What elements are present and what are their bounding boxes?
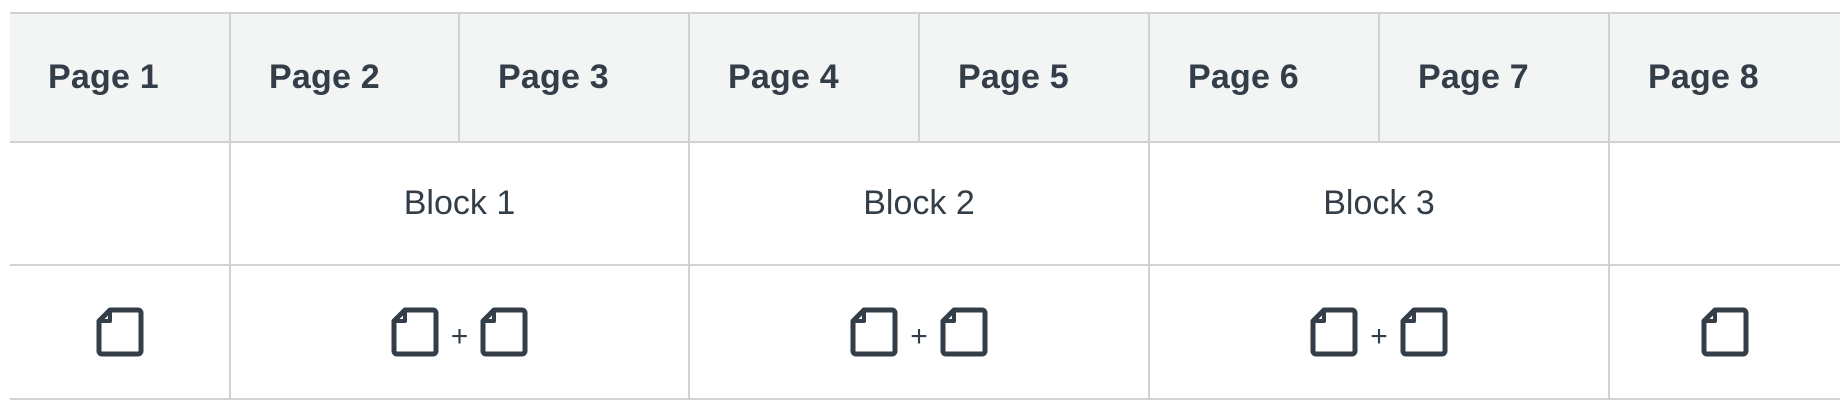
document-icon: [1701, 306, 1749, 358]
page-header-6: Page 6: [1148, 12, 1380, 143]
page-header-1: Page 1: [10, 12, 231, 143]
page-header-2: Page 2: [229, 12, 460, 143]
block-2-label: Block 2: [688, 141, 1150, 266]
block-row: Block 1 Block 2 Block 3: [10, 141, 1840, 266]
page-header-5: Page 5: [918, 12, 1150, 143]
pages-table: Page 1 Page 2 Page 3 Page 4 Page 5 Page …: [10, 12, 1840, 400]
document-icon: [1310, 306, 1358, 358]
block-3-label: Block 3: [1148, 141, 1610, 266]
icon-cell-block-3: +: [1148, 264, 1610, 400]
plus-icon: +: [450, 319, 469, 353]
document-icon: [96, 306, 144, 358]
page-header-4: Page 4: [688, 12, 920, 143]
icon-row: + + +: [10, 264, 1840, 400]
icon-cell-page-1: [10, 264, 231, 400]
block-1-label: Block 1: [229, 141, 690, 266]
icon-cell-block-1: +: [229, 264, 690, 400]
page-header-8: Page 8: [1608, 12, 1840, 143]
icon-cell-page-8: [1608, 264, 1840, 400]
document-icon: [391, 306, 439, 358]
document-icon: [480, 306, 528, 358]
document-icon: [940, 306, 988, 358]
page-header-3: Page 3: [458, 12, 690, 143]
block-empty-right: [1608, 141, 1840, 266]
block-empty-left: [10, 141, 231, 266]
page-header-row: Page 1 Page 2 Page 3 Page 4 Page 5 Page …: [10, 12, 1840, 143]
page-block-diagram: Page 1 Page 2 Page 3 Page 4 Page 5 Page …: [10, 12, 1840, 400]
document-icon: [850, 306, 898, 358]
plus-icon: +: [910, 319, 928, 353]
page-header-7: Page 7: [1378, 12, 1610, 143]
icon-cell-block-2: +: [688, 264, 1150, 400]
plus-icon: +: [1370, 319, 1388, 353]
document-icon: [1400, 306, 1448, 358]
